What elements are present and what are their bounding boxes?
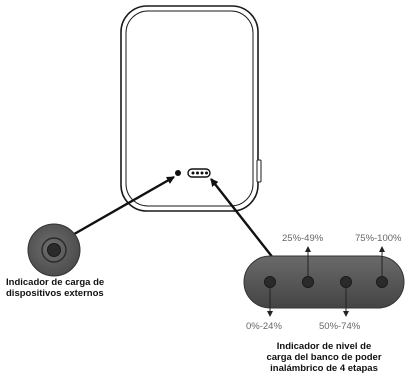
level-label-75-100: 75%-100%: [355, 233, 402, 244]
powerbank-caption-line-2: carga del banco de poder: [266, 352, 382, 363]
external-caption-line-2: dispositivos externos: [6, 288, 104, 299]
external-indicator-caption: Indicador de carga de dispositivos exter…: [6, 277, 104, 299]
external-led-dot: [175, 170, 181, 176]
level-led-pill: [187, 168, 211, 178]
external-indicator-badge: [27, 223, 81, 277]
power-bank-body: [120, 5, 262, 212]
level-indicator-pill: [243, 255, 405, 309]
level-label-0-24: 0%-24%: [246, 321, 282, 332]
powerbank-indicator-caption: Indicador de nivel de carga del banco de…: [256, 341, 392, 374]
level-label-25-49: 25%-49%: [282, 233, 324, 244]
external-caption-line-1: Indicador de carga de: [6, 277, 105, 288]
level-label-50-74: 50%-74%: [319, 321, 361, 332]
arrow-to-external-led: [61, 175, 175, 243]
powerbank-caption-line-1: Indicador de nivel de: [276, 341, 372, 352]
powerbank-caption-line-3: inalámbrico de 4 etapas: [270, 363, 378, 374]
